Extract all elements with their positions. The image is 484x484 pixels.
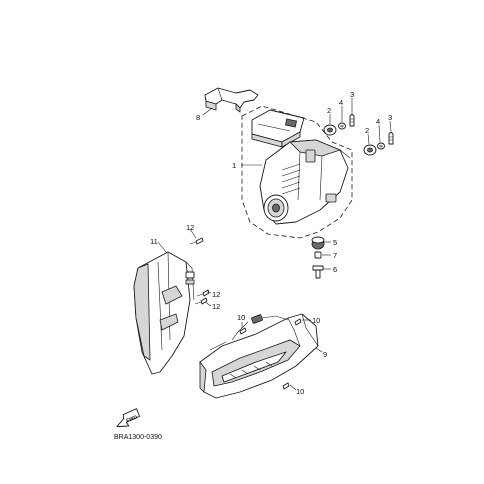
callout-1: 1	[232, 161, 236, 170]
leader-lines	[157, 98, 392, 391]
fwd-arrow-icon: FWD	[116, 408, 141, 428]
callout-9: 9	[323, 350, 327, 359]
clip-part	[185, 271, 195, 285]
screw-12-top	[189, 237, 204, 245]
bracket-part	[204, 87, 259, 113]
callout-4-right: 4	[376, 117, 380, 126]
callout-10-right: 10	[312, 316, 320, 325]
callout-7: 7	[333, 251, 337, 260]
wire-connector	[231, 314, 289, 341]
callout-6: 6	[333, 265, 337, 274]
collar-lower	[314, 251, 322, 259]
diagram-code: BRA1300-0390	[114, 434, 162, 441]
washer-upper-right	[377, 142, 385, 150]
bolt-upper-left	[349, 113, 355, 127]
washer-upper-left	[338, 122, 346, 130]
screw-10-bottom	[282, 382, 290, 390]
callout-2-left: 2	[327, 106, 331, 115]
callout-12-top: 12	[186, 223, 194, 232]
control-unit-part	[251, 109, 305, 148]
bolt-lower	[312, 265, 324, 279]
callout-4-left: 4	[339, 98, 343, 107]
screw-10-top-right	[294, 318, 302, 326]
bolt-upper-right	[388, 131, 394, 145]
callout-12-bottom: 12	[212, 302, 220, 311]
callout-3-right: 3	[388, 113, 392, 122]
callout-3-left: 3	[350, 90, 354, 99]
screw-12-bottom	[194, 297, 208, 305]
grommet-upper-left	[323, 124, 337, 136]
callout-12-middle: 12	[212, 290, 220, 299]
grommet-upper-right	[363, 144, 377, 156]
headlight-unit-part	[259, 139, 351, 225]
side-cover-part	[133, 251, 195, 375]
screw-12-middle	[196, 289, 210, 297]
callout-10-left: 10	[237, 313, 245, 322]
fwd-arrow-label: FWD	[126, 414, 139, 424]
callout-2-right: 2	[365, 126, 369, 135]
callout-11: 11	[150, 237, 158, 246]
screw-10-top-left	[239, 327, 247, 335]
callout-5: 5	[333, 238, 337, 247]
callout-8: 8	[196, 113, 200, 122]
grommet-lower	[311, 236, 325, 250]
heat-sink-fins	[281, 163, 301, 195]
headlight-assembly-outline	[241, 105, 353, 239]
lamp-housing-part	[199, 313, 319, 399]
callout-10-bottom: 10	[296, 387, 304, 396]
